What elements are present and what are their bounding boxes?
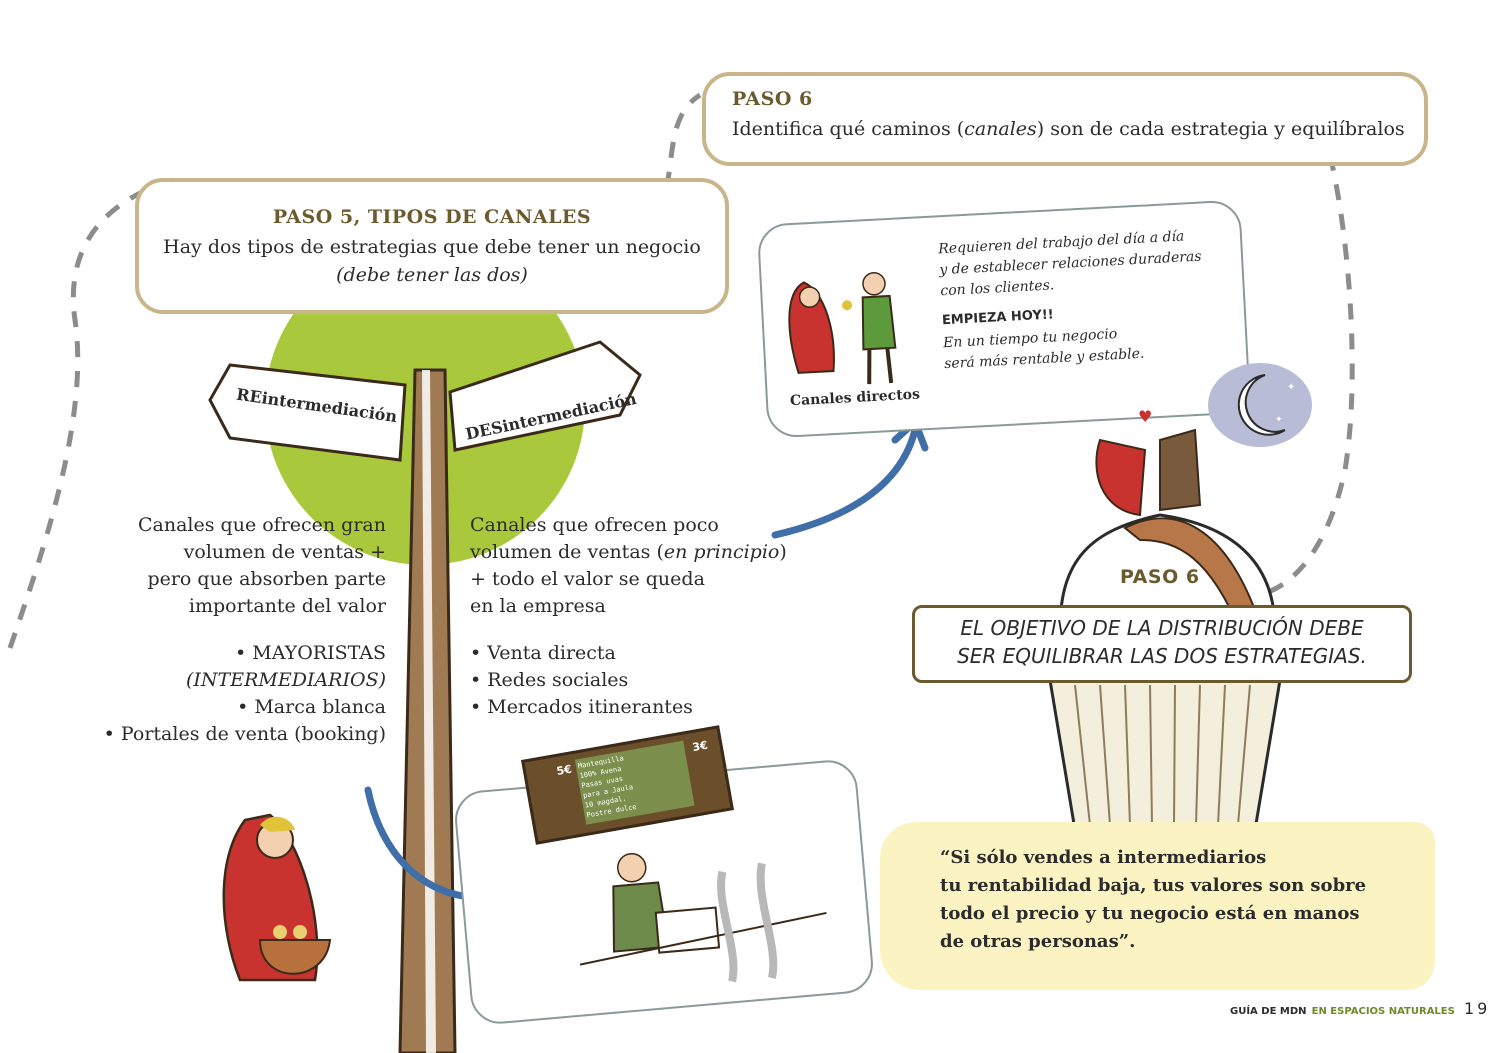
right-item: • Venta directa	[470, 642, 616, 664]
paso5-line2: (debe tener las dos)	[336, 264, 528, 286]
price-badge: 5€	[555, 762, 573, 779]
market-sign-menu: Mantequilla 100% Avena Pasas uvas para a…	[574, 740, 695, 825]
vendor-illustration	[579, 852, 827, 983]
quote-line: tu rentabilidad baja, tus valores son so…	[940, 875, 1367, 896]
left-item: • Marca blanca	[237, 696, 386, 718]
goal-line: EL OBJETIVO DE LA DISTRIBUCIÓN DEBE	[960, 616, 1364, 640]
left-line: importante del valor	[188, 595, 386, 617]
page-number: 19	[1463, 999, 1488, 1018]
paso5-title: PASO 5, TIPOS DE CANALES	[272, 206, 592, 228]
goal-line: SER EQUILIBRAR LAS DOS ESTRATEGIAS.	[957, 644, 1367, 668]
svg-text:♥: ♥	[1138, 410, 1152, 426]
quote-text: “Si sólo vendes a intermediarios tu rent…	[940, 844, 1366, 956]
right-line: Canales que ofrecen poco	[470, 514, 719, 536]
quote-box: “Si sólo vendes a intermediarios tu rent…	[880, 822, 1435, 990]
cupcake-illustration: ♥	[1048, 410, 1282, 832]
paso6-top-box: PASO 6 Identifica qué caminos (canales) …	[702, 72, 1428, 166]
right-item: • Mercados itinerantes	[470, 696, 693, 718]
left-item: • Portales de venta (booking)	[103, 723, 386, 745]
right-line2-post: )	[779, 541, 787, 563]
left-item: • MAYORISTAS	[235, 642, 386, 664]
goal-box: EL OBJETIVO DE LA DISTRIBUCIÓN DEBE SER …	[912, 605, 1412, 683]
paso6-text-pre: Identifica qué caminos (	[732, 118, 965, 140]
moon-icon: ✦ ✦	[1208, 363, 1312, 447]
right-item: • Redes sociales	[470, 669, 629, 691]
sign-left: REintermediación	[208, 363, 407, 462]
paso6-text-post: ) son de cada estrategia y equilíbralos	[1036, 118, 1405, 140]
red-riding-hood-buyer-illustration	[788, 272, 897, 385]
paso6-top-title: PASO 6	[732, 88, 813, 110]
paso5-box: PASO 5, TIPOS DE CANALES Hay dos tipos d…	[135, 178, 729, 314]
direct-cta: EMPIEZA HOY!!	[941, 307, 1055, 329]
paso6-top-text: Identifica qué caminos (canales) son de …	[732, 116, 1405, 143]
direct-outro: En un tiempo tu negocio será más rentabl…	[943, 323, 1145, 375]
left-line: Canales que ofrecen gran	[138, 514, 386, 536]
right-line2-em: en principio	[663, 541, 780, 563]
footer-section: EN ESPACIOS NATURALES	[1311, 1006, 1455, 1017]
paso5-line1: Hay dos tipos de estrategias que debe te…	[163, 236, 701, 258]
red-riding-hood-illustration	[222, 813, 332, 982]
footer: GUÍA DE MDN EN ESPACIOS NATURALES 19	[1230, 999, 1488, 1018]
cupcake-title: PASO 6	[1120, 566, 1200, 588]
left-column: Canales que ofrecen gran volumen de vent…	[60, 512, 386, 748]
price-badge: 3€	[691, 738, 709, 755]
left-item: (INTERMEDIARIOS)	[186, 669, 386, 691]
right-line: en la empresa	[470, 595, 606, 617]
footer-guide: GUÍA DE MDN	[1230, 1006, 1307, 1017]
paso6-text-em: canales	[964, 118, 1037, 140]
market-scene-box	[452, 757, 876, 1027]
direct-channels-box: Canales directos Requieren del trabajo d…	[756, 199, 1252, 439]
right-line2-pre: volumen de ventas (	[470, 541, 664, 563]
quote-line: de otras personas”.	[940, 931, 1136, 952]
quote-line: “Si sólo vendes a intermediarios	[940, 847, 1267, 868]
direct-text: Requieren del trabajo del día a día y de…	[938, 226, 1203, 303]
quote-line: todo el precio y tu negocio está en mano…	[940, 903, 1360, 924]
svg-text:✦: ✦	[1275, 415, 1283, 425]
right-line: volumen de ventas (en principio)	[470, 539, 810, 566]
signpost: REintermediación DESintermediación	[208, 340, 642, 1053]
right-column: Canales que ofrecen poco volumen de vent…	[470, 512, 810, 721]
right-line: + todo el valor se queda	[470, 568, 705, 590]
svg-text:✦: ✦	[1287, 382, 1295, 393]
left-line: volumen de ventas +	[183, 541, 386, 563]
left-line: pero que absorben parte	[147, 568, 386, 590]
